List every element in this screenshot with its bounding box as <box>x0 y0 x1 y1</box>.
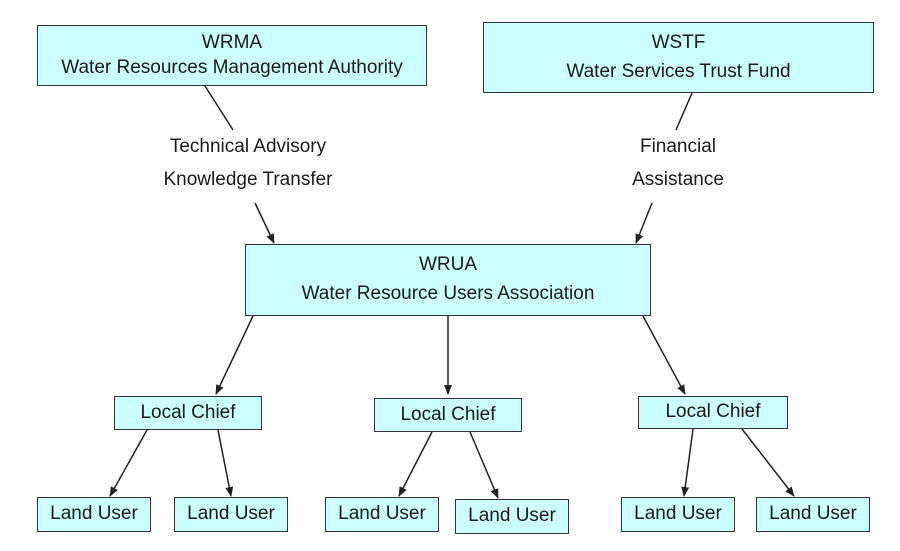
land-user-box-2: Land User <box>174 497 288 532</box>
land-user-box-3: Land User <box>325 497 439 532</box>
wrma-full-name: Water Resources Management Authority <box>61 56 403 78</box>
wstf-full-name: Water Services Trust Fund <box>566 60 791 82</box>
wrua-full-name: Water Resource Users Association <box>301 283 595 304</box>
land-user-label: Land User <box>187 503 275 525</box>
land-user-box-1: Land User <box>37 497 151 532</box>
arrow-chief-1-to-land-user-2 <box>217 429 234 497</box>
arrow-wrua-to-chief-3 <box>642 315 686 395</box>
edge-label-line-1: Technical Advisory <box>169 136 327 157</box>
land-user-box-4: Land User <box>455 499 569 534</box>
arrow-label-to-wrua-right <box>635 202 653 244</box>
arrow-chief-2-to-land-user-3 <box>398 431 433 497</box>
land-user-box-6: Land User <box>756 497 870 532</box>
local-chief-label: Local Chief <box>140 401 236 423</box>
land-user-label: Land User <box>50 503 138 525</box>
arrow-label-to-wrua-left <box>254 202 275 244</box>
land-user-label: Land User <box>468 505 556 527</box>
land-user-box-5: Land User <box>621 497 735 532</box>
land-user-label: Land User <box>338 503 426 525</box>
wrua-box: WRUA Water Resource Users Association <box>245 244 651 316</box>
local-chief-label: Local Chief <box>665 401 761 423</box>
arrow-chief-3-to-land-user-6 <box>741 428 795 497</box>
edge-label-line-2: Assistance <box>632 169 724 190</box>
wstf-box: WSTF Water Services Trust Fund <box>483 22 874 93</box>
wrma-box: WRMA Water Resources Management Authorit… <box>37 25 427 86</box>
wrua-acronym: WRUA <box>418 254 478 276</box>
edge-label-line-1: Financial <box>639 136 717 157</box>
arrow-chief-2-to-land-user-4 <box>469 431 499 499</box>
edge-label-line-2: Knowledge Transfer <box>163 169 333 190</box>
connector-wrma-to-label <box>204 85 234 131</box>
land-user-label: Land User <box>634 503 722 525</box>
arrow-wrua-to-chief-1 <box>215 315 254 395</box>
edge-label-technical-advisory: Technical Advisory Knowledge Transfer <box>148 130 348 196</box>
wrma-acronym: WRMA <box>201 31 263 53</box>
local-chief-box-3: Local Chief <box>638 396 788 429</box>
connector-wstf-to-label <box>675 92 693 131</box>
arrow-chief-1-to-land-user-1 <box>109 429 148 497</box>
local-chief-label: Local Chief <box>400 403 496 425</box>
land-user-label: Land User <box>769 503 857 525</box>
wstf-acronym: WSTF <box>651 31 706 53</box>
arrow-chief-3-to-land-user-5 <box>681 428 694 497</box>
local-chief-box-1: Local Chief <box>114 396 262 430</box>
local-chief-box-2: Local Chief <box>374 398 522 432</box>
edge-label-financial-assistance: Financial Assistance <box>598 130 758 196</box>
